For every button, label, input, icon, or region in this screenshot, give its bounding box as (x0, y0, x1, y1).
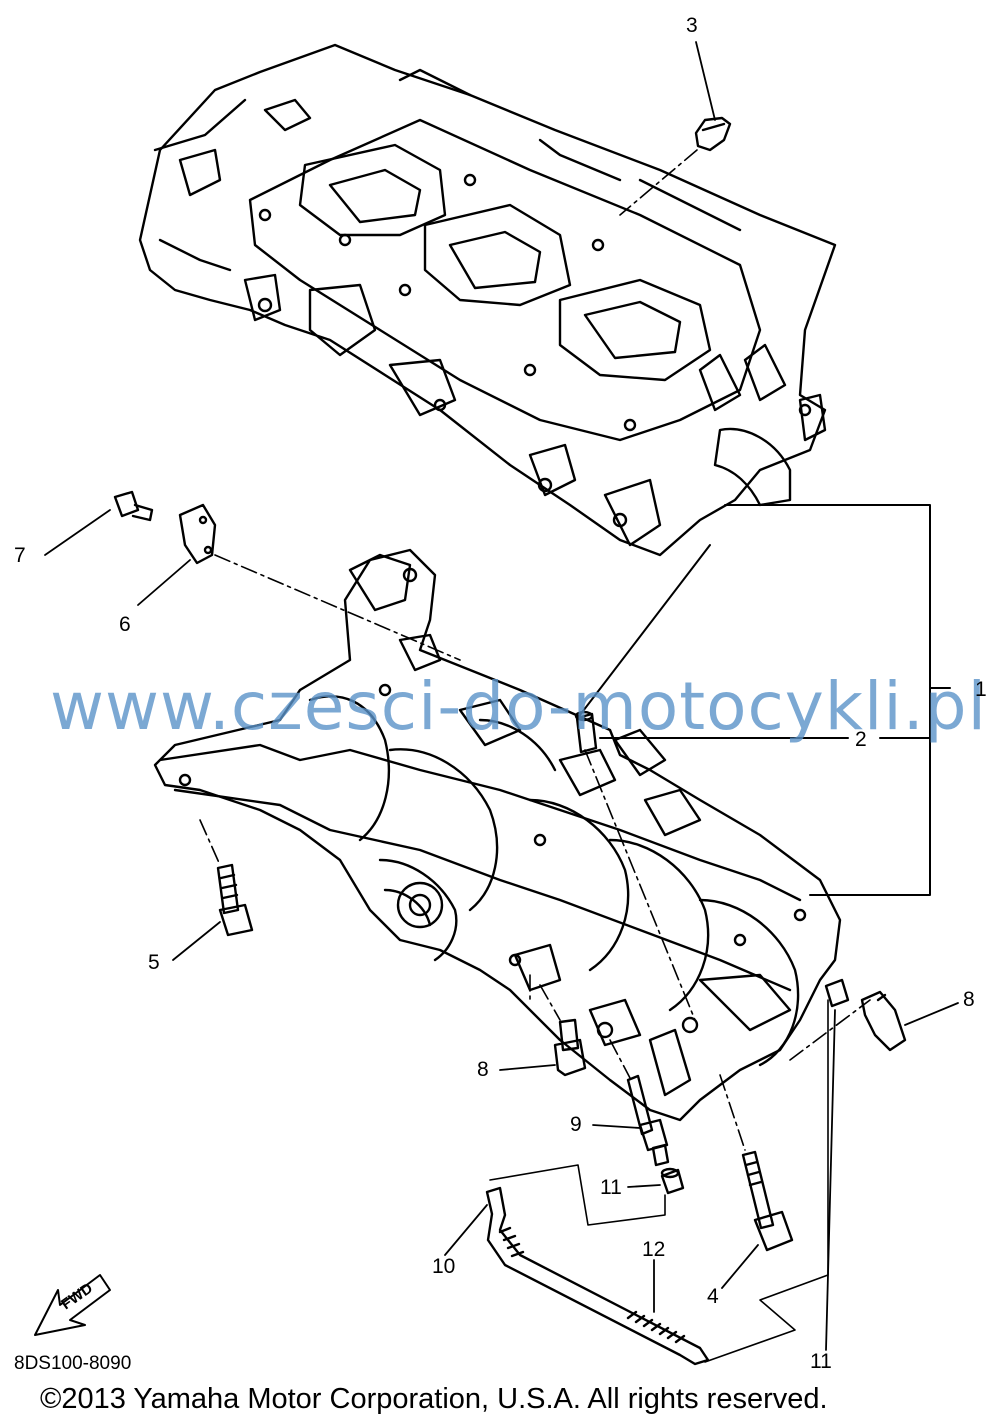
spring-12 (626, 1310, 686, 1344)
part-code: 8DS100-8090 (14, 1353, 132, 1374)
stud-8a (553, 1018, 587, 1077)
copyright-notice: ©2013 Yamaha Motor Corporation, U.S.A. A… (40, 1383, 828, 1415)
callout-4: 4 (707, 1285, 719, 1308)
callout-2: 2 (855, 728, 867, 751)
upper-crankcase (138, 43, 837, 557)
leader-lines (44, 41, 959, 1351)
nut-11a (660, 1167, 685, 1195)
hose-routing-line (489, 999, 829, 1363)
callout-bracket-1 (579, 504, 951, 896)
callout-7: 7 (14, 544, 26, 567)
lower-crankcase (153, 548, 842, 1122)
elbow-fitting-8b (860, 990, 907, 1052)
assembly-lines (199, 149, 871, 1151)
callout-1: 1 (975, 678, 987, 701)
callout-10: 10 (432, 1255, 456, 1278)
callout-5: 5 (148, 951, 160, 974)
bracket-6 (178, 503, 217, 565)
bolt-4 (741, 1150, 794, 1252)
callout-3: 3 (686, 14, 698, 37)
bolt-9 (626, 1074, 670, 1167)
fwd-arrow-icon (34, 1274, 111, 1336)
bolt-5 (216, 863, 254, 937)
callout-12: 12 (642, 1238, 666, 1261)
callout-8-stud: 8 (477, 1058, 489, 1081)
nut-11b (824, 978, 850, 1008)
callout-8-elbow: 8 (963, 988, 975, 1011)
callout-11-upper: 11 (600, 1176, 622, 1199)
dowel-pin-3 (694, 116, 732, 152)
callout-6: 6 (119, 613, 131, 636)
screw-7 (113, 490, 154, 522)
callout-11-lower: 11 (810, 1350, 832, 1373)
callout-9: 9 (570, 1113, 582, 1136)
hose-10 (485, 1186, 710, 1366)
watermark: www.czesci-do-motocykli.pl (50, 668, 987, 745)
dowel-pin-2 (574, 710, 598, 754)
